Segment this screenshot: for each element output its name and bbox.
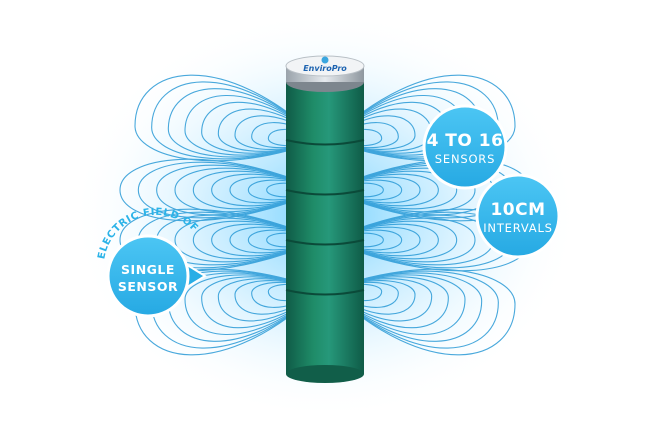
field-line-loop xyxy=(211,173,322,207)
field-line-loop xyxy=(211,223,322,257)
field-line-loop xyxy=(174,217,322,263)
field-line-loop xyxy=(217,108,322,152)
badge-sensor-count: 4 TO 16 SENSORS xyxy=(422,104,508,190)
badge-sensor-count-label: SENSORS xyxy=(435,152,495,166)
brand-logo: EnviroPro xyxy=(303,56,347,73)
badge-sensor-count-value: 4 TO 16 xyxy=(427,131,504,151)
field-line-loop xyxy=(229,226,322,254)
field-line-loop xyxy=(328,276,449,329)
badge-single-sensor-line1: SINGLE xyxy=(121,262,175,277)
sensor-segment-band xyxy=(285,289,365,296)
field-line-loop xyxy=(217,278,322,322)
field-line-loop xyxy=(328,217,476,263)
field-line-loop xyxy=(119,208,322,272)
field-line-loop xyxy=(328,170,458,210)
badge-interval: 10CM INTERVALS xyxy=(475,173,561,259)
badge-single-sensor-line2: SENSOR xyxy=(118,279,178,294)
field-line-loop xyxy=(328,167,476,213)
field-line-loop xyxy=(174,167,322,213)
badge-interval-label: INTERVALS xyxy=(483,221,553,235)
field-line-loop xyxy=(234,115,322,150)
field-line-loop xyxy=(201,276,322,329)
sensor-segment-band xyxy=(285,139,365,146)
field-line-loop xyxy=(328,74,516,162)
field-line-loop xyxy=(328,223,439,257)
field-line-loop xyxy=(134,74,322,162)
field-line-loop xyxy=(328,280,416,315)
badge-interval-value: 10CM xyxy=(490,200,545,220)
field-line-loop xyxy=(328,226,421,254)
globe-icon xyxy=(321,56,329,64)
field-line-loop xyxy=(328,278,433,322)
sensor-segment-band xyxy=(285,239,365,246)
field-line-loop xyxy=(201,101,322,154)
field-line-loop xyxy=(167,88,322,158)
sensor-segments xyxy=(285,139,365,296)
field-line-loop xyxy=(328,272,483,342)
field-line-loop xyxy=(192,170,322,210)
field-line-loop xyxy=(328,173,439,207)
probe-bottom xyxy=(286,365,364,383)
field-line-loop xyxy=(328,176,421,204)
field-line-loop xyxy=(234,280,322,315)
probe-cap-top xyxy=(285,55,365,77)
field-line-loop xyxy=(328,220,458,260)
field-line-loop xyxy=(184,274,322,335)
field-line-loop xyxy=(328,268,516,356)
field-line-loop xyxy=(192,220,322,260)
probe-body xyxy=(286,78,364,374)
field-line-loop xyxy=(229,176,322,204)
field-line-loop xyxy=(328,270,499,349)
field-line-loop xyxy=(184,95,322,156)
field-line-loop xyxy=(328,274,466,335)
field-line-loop xyxy=(156,164,322,216)
sensor-probe: EnviroPro xyxy=(285,55,365,383)
field-line-loop xyxy=(328,115,416,150)
sensor-segment-band xyxy=(285,189,365,196)
logo-text: EnviroPro xyxy=(303,64,347,73)
field-line-loop xyxy=(151,81,322,160)
